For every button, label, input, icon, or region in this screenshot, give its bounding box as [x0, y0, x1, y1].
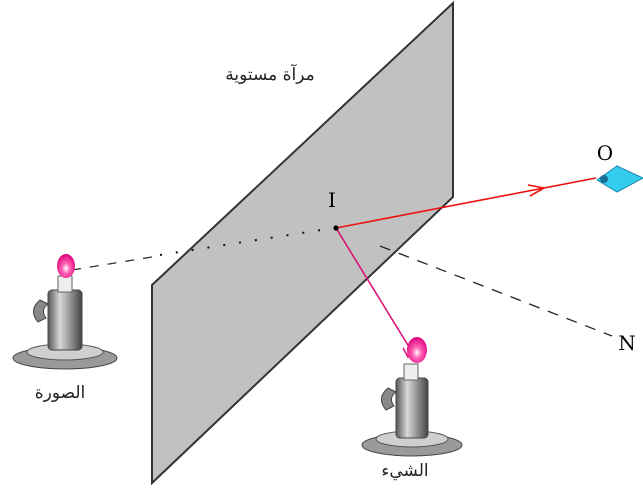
- mirror-label: مرآة مستوية: [225, 63, 315, 85]
- plane-mirror: [151, 0, 454, 486]
- reflected-ray: [335, 177, 597, 229]
- object-label: الشيء: [381, 461, 428, 481]
- image-label: الصورة: [35, 383, 86, 403]
- eye-pupil: [600, 175, 608, 183]
- candle-object-icon: [361, 337, 463, 457]
- candle-image-icon: [12, 254, 118, 370]
- incidence-point-label: I: [328, 188, 336, 212]
- image-dashed-line: [71, 256, 153, 271]
- incident-ray: [335, 227, 415, 356]
- reflected-ray-arrow: [527, 184, 547, 197]
- eye-icon: [596, 165, 643, 193]
- incidence-point: [333, 225, 339, 231]
- eye-label: O: [597, 141, 613, 165]
- normal-line: [379, 245, 613, 337]
- normal-label: N: [618, 331, 636, 355]
